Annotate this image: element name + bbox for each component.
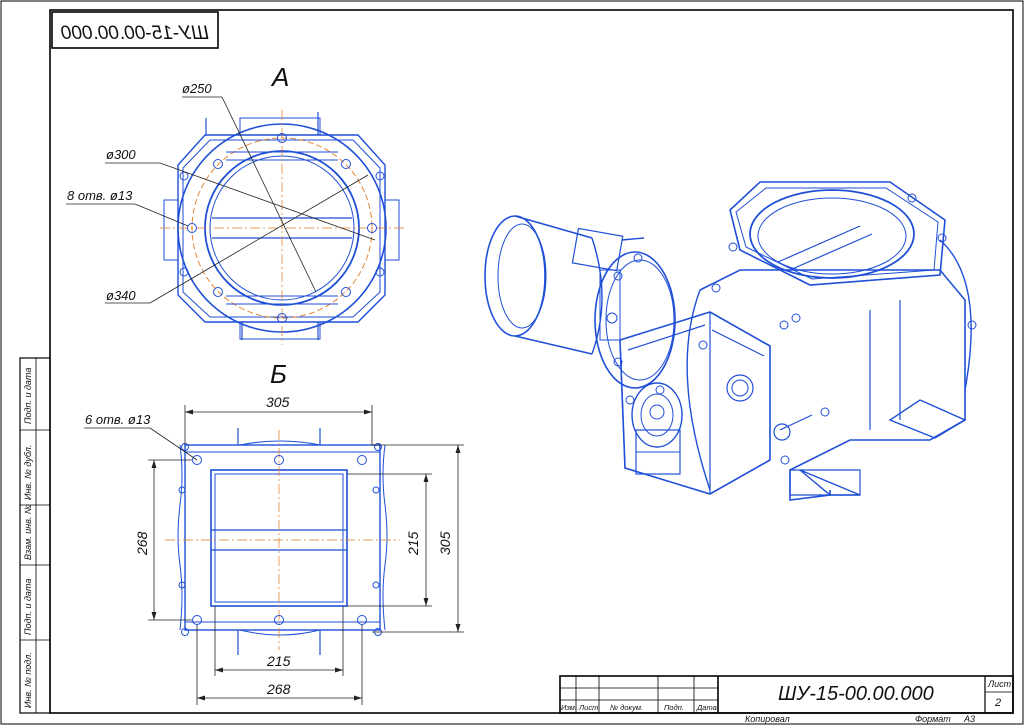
binding-label-2: Инв. № дубл. — [23, 445, 33, 500]
inner-frame — [49, 9, 1014, 714]
format-label: Формат — [915, 714, 951, 724]
isometric-view — [484, 181, 977, 501]
dim-holes-a: 8 отв. ø13 — [67, 188, 133, 203]
mirrored-code-box: ШУ-15-00.00.000 — [51, 11, 219, 49]
dim-right-305: 305 — [437, 531, 453, 555]
dim-d250: ø250 — [182, 81, 212, 96]
title-date: Дата — [696, 703, 717, 712]
mirrored-code-text: ШУ-15-00.00.000 — [61, 23, 209, 44]
title-sheet-label: Лист — [987, 679, 1012, 689]
title-doc: № докум. — [610, 703, 643, 712]
title-izm: Изм. — [561, 703, 577, 712]
dim-bottom-215: 215 — [266, 653, 291, 669]
binding-column: Подп. и дата Инв. № дубл. Взам. инв. № П… — [19, 357, 51, 714]
dim-left-268: 268 — [134, 531, 150, 556]
dim-inner-215: 215 — [405, 531, 421, 556]
binding-label-4: Подп. и дата — [23, 579, 33, 635]
format-value: А3 — [963, 714, 975, 724]
dim-d340: ø340 — [106, 288, 136, 303]
dim-holes-b: 6 отв. ø13 — [85, 412, 151, 427]
title-sheet-number: 2 — [994, 697, 1001, 709]
view-a: А — [66, 62, 405, 345]
binding-label-1: Подп. и дата — [23, 368, 33, 424]
dim-d300: ø300 — [106, 147, 136, 162]
dim-top-305: 305 — [266, 394, 290, 410]
binding-label-5: Инв. № подл. — [23, 652, 33, 708]
copied-label: Копировал — [745, 714, 790, 724]
view-b-title: Б — [270, 359, 287, 389]
binding-label-3: Взам. инв. № — [23, 504, 33, 560]
title-designation: ШУ-15-00.00.000 — [778, 683, 934, 705]
title-sign: Подп. — [664, 703, 684, 712]
view-a-title: А — [270, 62, 289, 92]
title-block: Изм. Лист № докум. Подп. Дата ШУ-15-00.0… — [559, 675, 1014, 714]
dim-bottom-268: 268 — [266, 681, 291, 697]
title-list: Лист — [578, 703, 598, 712]
view-b: Б — [84, 359, 464, 705]
